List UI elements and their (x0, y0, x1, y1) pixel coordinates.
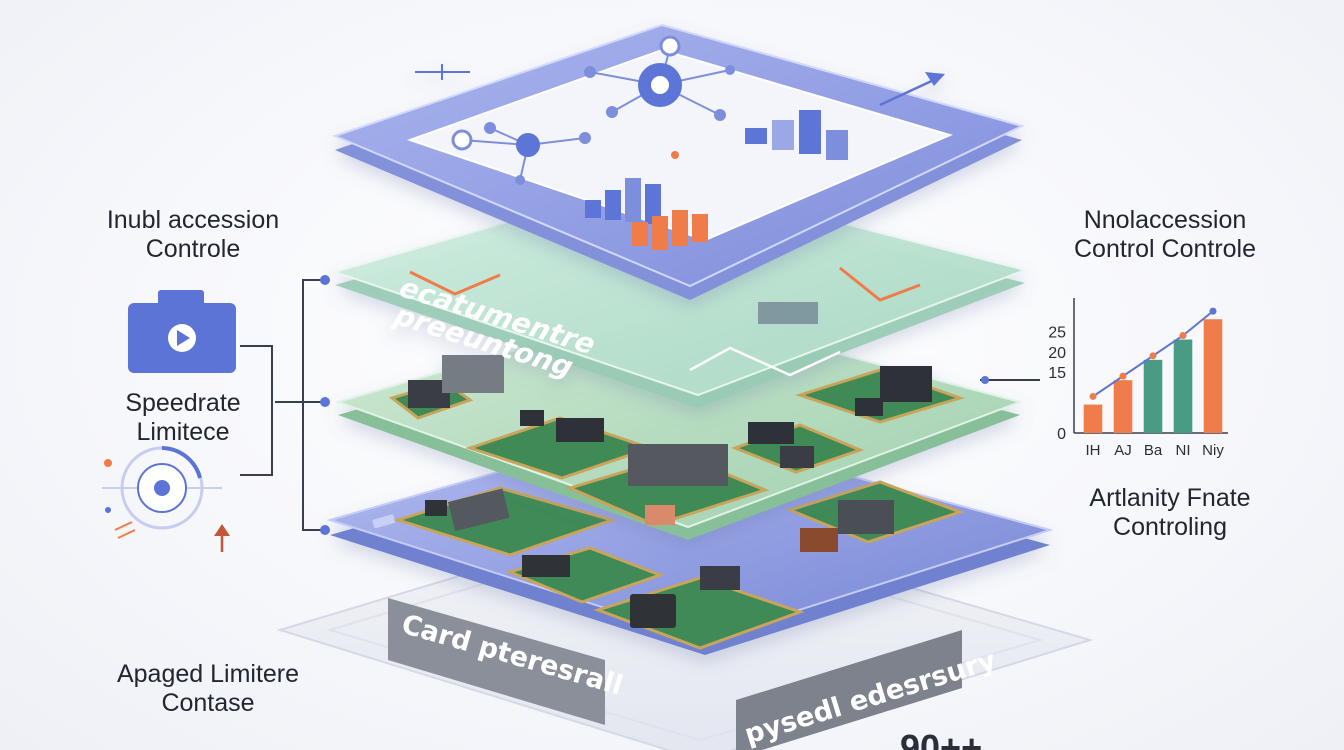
bottom-circuit-boards (392, 480, 965, 650)
label-top-left-line2: Controle (145, 235, 241, 263)
left-connector-bracket (240, 279, 325, 531)
label-bottom-left-line1: Apaged Limitere (116, 660, 300, 688)
label-top-right-line1: Nnolaccession (1083, 206, 1247, 234)
chart-bar (1173, 339, 1193, 433)
up-arrow-icon (214, 524, 230, 552)
label-mid-left: Speedrate Limitece (98, 389, 268, 447)
label-bottom-left-line2: Contase (161, 689, 255, 717)
label-top-right-line2: Control Controle (1073, 235, 1257, 263)
label-bottom-left: Apaged Limitere Contase (88, 660, 328, 718)
x-tick-label: NI (1176, 442, 1191, 459)
x-tick-label: Ba (1144, 442, 1163, 459)
y-tick-label: 15 (1048, 365, 1066, 382)
label-mid-right: Artlanity Fnate Controling (1050, 484, 1290, 542)
chart-bar (1203, 319, 1223, 433)
network-graph-icon (451, 35, 735, 185)
y-tick-label: 25 (1048, 324, 1066, 341)
trend-point (1089, 392, 1097, 400)
right-connector-dot (981, 376, 989, 384)
x-tick-label: Niy (1202, 442, 1224, 459)
target-gauge-icon (102, 446, 222, 539)
label-mid-right-line2: Controling (1113, 513, 1227, 541)
connector-dot-top (320, 275, 330, 285)
circuit-plate (334, 305, 1024, 540)
dashboard-plate (332, 23, 1025, 300)
chart-bar (1143, 359, 1163, 433)
label-top-left-line1: Inubl accession (106, 206, 280, 234)
label-top-right: Nnolaccession Control Controle (1040, 206, 1290, 264)
label-top-left: Inubl accession Controle (78, 206, 308, 264)
x-tick-label: IH (1086, 442, 1101, 459)
dashboard-mini-bars (585, 110, 848, 250)
chart-bar (1113, 380, 1133, 433)
connector-dot-bottom (320, 525, 330, 535)
label-mid-left-line2: Limitece (136, 418, 230, 446)
trend-point (1209, 307, 1217, 315)
x-tick-label: AJ (1114, 442, 1132, 459)
y-tick-label: 0 (1057, 426, 1066, 443)
connector-dot-mid (320, 397, 330, 407)
trend-point (1179, 332, 1187, 339)
y-tick-label: 20 (1048, 345, 1066, 362)
bottom-number: 90++ (900, 727, 982, 750)
trend-point (1149, 352, 1157, 360)
trend-point (1119, 372, 1127, 380)
chart-bar (1083, 404, 1103, 433)
label-mid-left-line1: Speedrate (125, 389, 241, 417)
label-mid-right-line1: Artlanity Fnate (1089, 484, 1251, 512)
camera-play-icon (128, 290, 236, 373)
